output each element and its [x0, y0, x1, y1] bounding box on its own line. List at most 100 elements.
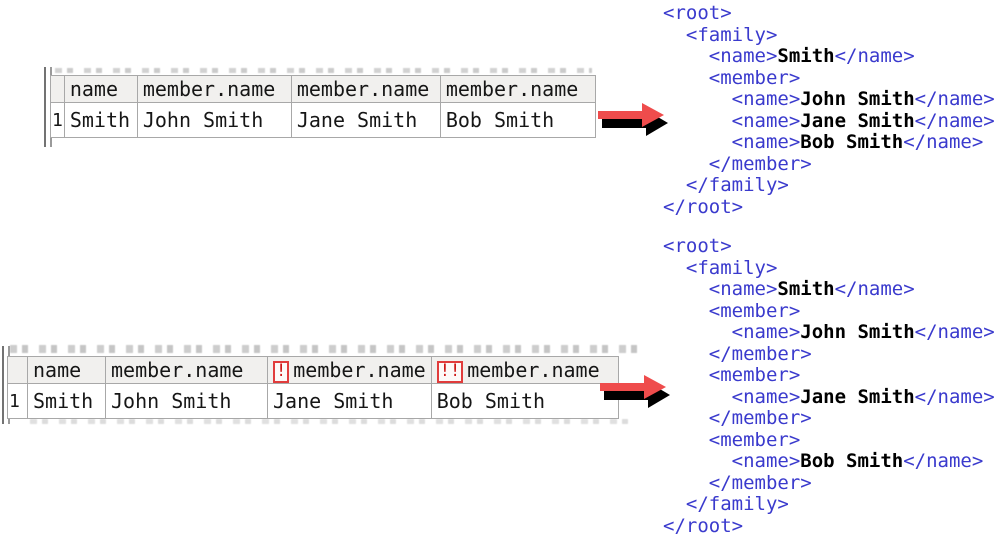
cropped-text-artifact-bottom [30, 419, 630, 424]
xml-tag: <root> [663, 2, 732, 24]
column-header-label: member.name [293, 357, 426, 382]
xml-value: Bob Smith [800, 131, 904, 153]
column-header-label: member.name [296, 77, 430, 101]
xml-tag: </member> [663, 407, 812, 429]
xml-code-line: </member> [663, 472, 995, 495]
xml-tag: </name> [903, 450, 984, 472]
xml-tag: <name> [663, 450, 801, 472]
xml-tag: <root> [663, 235, 732, 257]
cell-member-2: Jane Smith [267, 383, 432, 419]
xml-tag: </family> [663, 493, 789, 515]
xml-value: Jane Smith [800, 109, 915, 132]
xml-code-line: <name>Bob Smith</name> [663, 450, 995, 473]
xml-value: John Smith [800, 321, 915, 343]
xml-code-line: </member> [663, 152, 995, 176]
column-header-member-name-3: !!member.name [430, 356, 619, 384]
xml-value: Smith [777, 278, 835, 300]
xml-tag: </name> [914, 109, 995, 132]
xml-code-line: </root> [663, 195, 995, 219]
xml-tag: <family> [663, 23, 778, 46]
xml-tag: </root> [663, 195, 744, 218]
xml-tag: </name> [914, 321, 995, 343]
column-header-label: member.name [467, 357, 600, 382]
cell-member-1: John Smith [136, 102, 292, 138]
xml-output-merged: <root> <family> <name>Smith</name> <memb… [663, 2, 995, 219]
xml-code-line: <name>Bob Smith</name> [663, 131, 995, 154]
xml-code-line: </member> [663, 342, 995, 366]
data-row: 1 Smith John Smith Jane Smith Bob Smith [7, 383, 619, 419]
xml-tag: <family> [663, 256, 778, 279]
xml-tag: <name> [663, 131, 801, 153]
xml-tag: <name> [663, 278, 778, 300]
corner-cell [50, 75, 65, 103]
cell-name: Smith [27, 383, 106, 419]
bang-marker: ! [273, 360, 290, 383]
xml-value: Bob Smith [800, 450, 904, 472]
column-header-label: name [69, 77, 119, 101]
xml-tag: </root> [663, 514, 744, 537]
cell-member-3: Bob Smith [430, 383, 619, 419]
xml-tag: </name> [834, 278, 915, 300]
xml-tag: <member> [663, 364, 801, 386]
column-header-member-name-2: !member.name [267, 356, 432, 384]
column-header-member-name-1: member.name [136, 75, 292, 103]
xml-tag: </name> [834, 45, 915, 67]
cropped-text-artifact-middle [10, 345, 638, 353]
cell-member-2: Jane Smith [290, 102, 441, 138]
xml-code-line: <family> [663, 23, 995, 47]
source-grid-split: name member.name !member.name !!member.n… [7, 356, 619, 419]
cell-member-3: Bob Smith [439, 102, 596, 138]
xml-code-line: <name>John Smith</name> [663, 88, 995, 111]
arrow-right-icon [598, 103, 668, 136]
source-grid-merged: name member.name member.name member.name… [50, 75, 596, 138]
corner-cell [7, 356, 28, 384]
xml-code-line: </member> [663, 407, 995, 430]
column-header-name: name [27, 356, 106, 384]
xml-tag: </member> [663, 152, 812, 175]
column-header-label: member.name [111, 358, 244, 382]
cropped-text-artifact-top [55, 68, 592, 73]
header-row: name member.name !member.name !!member.n… [7, 356, 619, 384]
xml-code-line: <member> [663, 364, 995, 387]
xml-tag: <name> [663, 88, 801, 110]
xml-tag: <name> [663, 321, 801, 343]
column-header-member-name-2: member.name [290, 75, 441, 103]
xml-value: Jane Smith [800, 385, 915, 408]
cell-name: Smith [63, 102, 138, 138]
arrow-right-icon [600, 375, 670, 408]
xml-code-line: </family> [663, 174, 995, 197]
bang-marker: !! [436, 360, 464, 383]
xml-tag: <member> [663, 66, 801, 89]
xml-tag: </name> [914, 88, 995, 110]
column-header-label: member.name [445, 77, 579, 101]
data-row: 1 Smith John Smith Jane Smith Bob Smith [50, 102, 596, 138]
column-header-name: name [63, 75, 138, 103]
xml-tag: <member> [663, 299, 801, 322]
xml-tag: </name> [914, 385, 995, 408]
column-header-label: member.name [142, 77, 276, 101]
xml-code-line: <family> [663, 256, 995, 280]
xml-code-line: <member> [663, 66, 995, 90]
xml-code-line: <name>Jane Smith</name> [663, 385, 995, 409]
xml-code-line: <name>Smith</name> [663, 45, 995, 68]
xml-value: Smith [777, 45, 835, 67]
xml-code-line: <member> [663, 428, 995, 452]
row-number: 1 [50, 102, 65, 138]
xml-tag: </family> [663, 174, 789, 196]
xml-code-line: <member> [663, 299, 995, 323]
xml-code-line: <name>Smith</name> [663, 278, 995, 301]
column-header-member-name-1: member.name [105, 356, 268, 384]
xml-tag: <name> [663, 45, 778, 67]
xml-tag: <name> [663, 385, 801, 408]
xml-code-line: <name>Jane Smith</name> [663, 109, 995, 133]
xml-tag: </member> [663, 342, 812, 365]
xml-tag: <member> [663, 428, 801, 451]
xml-tag: </name> [903, 131, 984, 153]
xml-output-split: <root> <family> <name>Smith</name> <memb… [663, 235, 995, 537]
row-number: 1 [7, 383, 28, 419]
xml-code-line: <name>John Smith</name> [663, 321, 995, 344]
xml-code-line: </family> [663, 493, 995, 516]
column-header-label: name [33, 358, 82, 382]
column-header-member-name-3: member.name [439, 75, 596, 103]
xml-code-line: <root> [663, 235, 995, 258]
